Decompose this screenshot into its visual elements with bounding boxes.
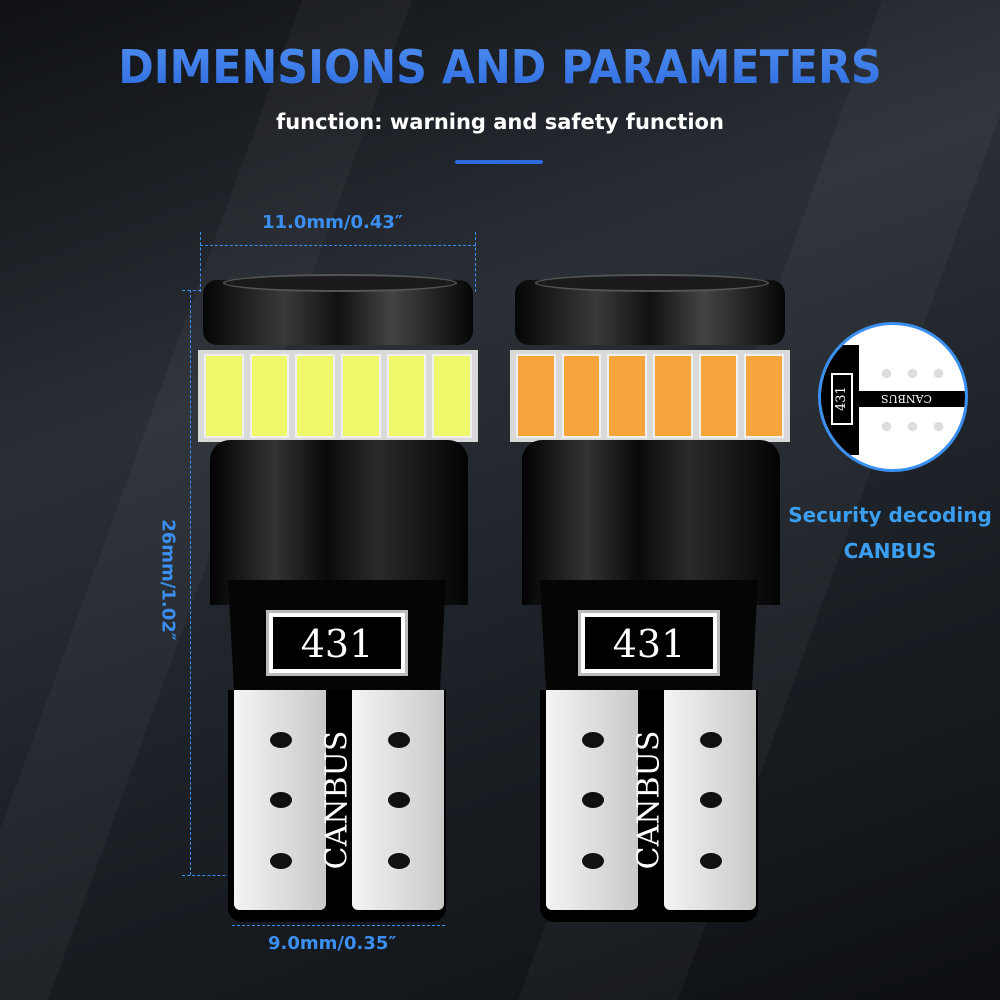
inset-resistor-text: 431 (833, 375, 851, 423)
led-ring (198, 350, 478, 442)
bulb-amber: 431 CANBUS (510, 274, 800, 922)
inset-caption-line2: CANBUS (843, 539, 937, 563)
bulb-base: CANBUS (540, 690, 758, 922)
dimension-line-base (232, 925, 445, 926)
dimension-height: 26mm/1.02″ (157, 519, 179, 641)
led-ring (510, 350, 790, 442)
subtitle: function: warning and safety function (276, 110, 724, 134)
inset-caption-line1: Security decoding (788, 503, 992, 527)
dimension-line-top (200, 245, 476, 246)
resistor-text: 431 (273, 617, 401, 669)
bulb-body (210, 440, 468, 605)
dimension-width-base: 9.0mm/0.35″ (268, 933, 397, 954)
dimension-width-top: 11.0mm/0.43″ (262, 212, 403, 233)
inset-canbus-text: CANBUS (881, 392, 932, 405)
bulb-body (522, 440, 780, 605)
resistor-label: 431 (578, 610, 720, 676)
canbus-detail-inset: 431 CANBUS (818, 322, 968, 472)
bulb-cap (203, 274, 473, 345)
dimension-line-height (190, 290, 191, 875)
resistor-text: 431 (585, 617, 713, 669)
bulb-base: CANBUS (228, 690, 446, 922)
canbus-text: CANBUS (631, 730, 667, 870)
bulb-cap (515, 274, 785, 345)
bulb-white: 431 CANBUS (198, 274, 488, 922)
title-underline (455, 160, 543, 164)
dimension-tick (182, 290, 212, 291)
resistor-label: 431 (266, 610, 408, 676)
canbus-text: CANBUS (319, 730, 355, 870)
page-title: DIMENSIONS AND PARAMETERS (35, 40, 965, 94)
dimension-tick (200, 232, 201, 292)
dimension-tick (475, 232, 476, 292)
inset-resistor-label: 431 (831, 373, 853, 425)
